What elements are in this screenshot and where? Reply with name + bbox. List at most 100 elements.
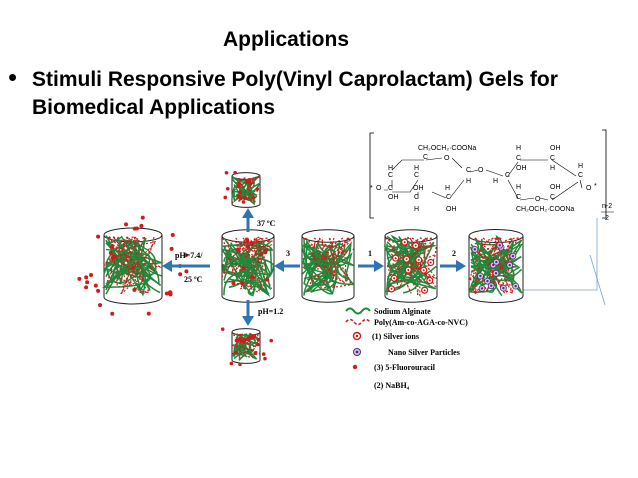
chem-label: * bbox=[594, 183, 597, 190]
chem-label: C bbox=[516, 194, 521, 201]
released-drug-dot bbox=[98, 303, 103, 308]
released-drug-dot bbox=[241, 200, 246, 204]
slide-title: Applications bbox=[222, 28, 349, 51]
legend: Sodium Alginate Poly(Am-co-AGA-co-NVC) (… bbox=[345, 307, 468, 390]
chem-label: H bbox=[445, 185, 450, 192]
released-drug-dot bbox=[184, 269, 189, 274]
released-drug-dot bbox=[168, 291, 173, 296]
chem-label: C bbox=[414, 172, 419, 179]
chem-label: n-2 bbox=[602, 203, 612, 210]
chem-label: H bbox=[578, 163, 583, 170]
chem-label: OH bbox=[413, 185, 424, 192]
released-drug-dot bbox=[241, 339, 245, 344]
released-drug-dot bbox=[229, 361, 234, 366]
nano-silver-gel bbox=[468, 229, 524, 303]
released-drug-dot bbox=[251, 195, 256, 200]
released-drug-dot bbox=[256, 337, 261, 342]
legend-label: (1) Silver ions bbox=[372, 332, 419, 341]
bullet-text: Stimuli Responsive Poly(Vinyl Caprolacta… bbox=[32, 68, 558, 119]
chem-label: * bbox=[370, 185, 373, 192]
copolymer-wave-icon bbox=[345, 318, 371, 326]
chem-label: O bbox=[444, 155, 450, 162]
released-drug-dot bbox=[164, 291, 169, 296]
chem-label: C bbox=[414, 194, 419, 201]
chem-label: CH₂OCH₂·COONa bbox=[516, 206, 574, 213]
chem-label: O bbox=[376, 185, 382, 192]
released-drug-dot bbox=[85, 280, 90, 285]
chem-label: 2 bbox=[605, 215, 609, 222]
step-1-label: 1 bbox=[368, 249, 372, 258]
released-drug-dot bbox=[134, 226, 139, 231]
chem-label: H bbox=[550, 165, 555, 172]
chem-label: H bbox=[414, 206, 419, 213]
chem-label: C bbox=[505, 172, 510, 179]
step-2-label: 2 bbox=[452, 249, 456, 258]
chem-label: CH₂OCH₂·COONa bbox=[418, 145, 476, 152]
chem-label: OH bbox=[516, 165, 527, 172]
released-drug-dot bbox=[178, 272, 183, 277]
released-drug-dot bbox=[89, 272, 94, 277]
silver-ion-core-icon bbox=[355, 334, 359, 338]
step-3-label: 3 bbox=[286, 249, 290, 258]
chem-label: O bbox=[535, 196, 541, 203]
released-drug-dot bbox=[237, 181, 242, 186]
chem-label: C bbox=[550, 155, 555, 162]
released-drug-dot bbox=[96, 234, 101, 239]
chem-label: C bbox=[388, 172, 393, 179]
released-drug-dot bbox=[84, 285, 89, 290]
arrow-step3-head bbox=[274, 260, 284, 272]
process-arrows bbox=[162, 208, 466, 326]
swollen-gel bbox=[102, 227, 164, 305]
chem-label: OH bbox=[550, 145, 561, 152]
arrow-step2-head bbox=[456, 260, 466, 272]
arrow-down-head bbox=[242, 316, 254, 326]
alginate-wave-icon bbox=[345, 307, 371, 315]
ph-neutral-label: pH=7.4/ bbox=[175, 251, 203, 260]
released-drug-dot bbox=[140, 215, 145, 220]
shrunk-gel-bottom bbox=[230, 328, 261, 364]
released-drug-dot bbox=[170, 233, 175, 238]
released-drug-dot bbox=[238, 362, 242, 367]
chem-label: O bbox=[478, 167, 484, 174]
released-drug-dot bbox=[169, 246, 174, 251]
released-drug-dot bbox=[146, 311, 151, 316]
alginate-structure: CH₂OCH₂·COONa C O H H C C * O C OH H OH … bbox=[369, 129, 614, 222]
released-drug-dot bbox=[93, 283, 98, 288]
released-drug-dot bbox=[233, 170, 237, 175]
arrow-step1-head bbox=[374, 260, 384, 272]
released-drug-dot bbox=[183, 253, 188, 258]
fluorouracil-icon bbox=[352, 364, 358, 370]
chem-label: OH bbox=[550, 184, 561, 191]
chem-label: O bbox=[586, 185, 592, 192]
chem-label: OH bbox=[388, 194, 399, 201]
released-drug-dot bbox=[269, 338, 274, 343]
chem-label: C bbox=[466, 167, 471, 174]
released-drug-dot bbox=[255, 187, 260, 191]
drug-loaded-gel bbox=[220, 229, 275, 303]
legend-label: Nano Silver Particles bbox=[388, 348, 460, 357]
chem-label: H bbox=[388, 165, 393, 172]
arrow-left-head bbox=[162, 260, 172, 272]
chem-label: C bbox=[516, 155, 521, 162]
chem-label: H bbox=[493, 178, 498, 185]
legend-label: (2) NaBH₄ bbox=[374, 381, 410, 390]
chem-label: C bbox=[550, 194, 555, 201]
ph-acid-label: pH=1.2 bbox=[258, 307, 283, 316]
released-drug-dot bbox=[84, 275, 89, 280]
chem-label: H bbox=[414, 165, 419, 172]
released-drug-dot bbox=[224, 170, 229, 175]
hydrogel bbox=[301, 229, 355, 303]
chem-label: H bbox=[466, 178, 471, 185]
released-drug-dot bbox=[244, 337, 249, 341]
temp-low-label: 25 ºC bbox=[184, 275, 203, 284]
released-drug-dot bbox=[110, 311, 115, 316]
released-drug-dot bbox=[77, 276, 82, 281]
released-drug-dot bbox=[225, 187, 230, 191]
legend-label: Sodium Alginate bbox=[374, 307, 431, 316]
nano-silver-core-icon bbox=[355, 350, 359, 354]
released-drug-dot bbox=[255, 342, 260, 347]
chem-label: OH bbox=[446, 206, 457, 213]
chem-label: C bbox=[578, 172, 583, 179]
chem-label: C bbox=[446, 194, 451, 201]
